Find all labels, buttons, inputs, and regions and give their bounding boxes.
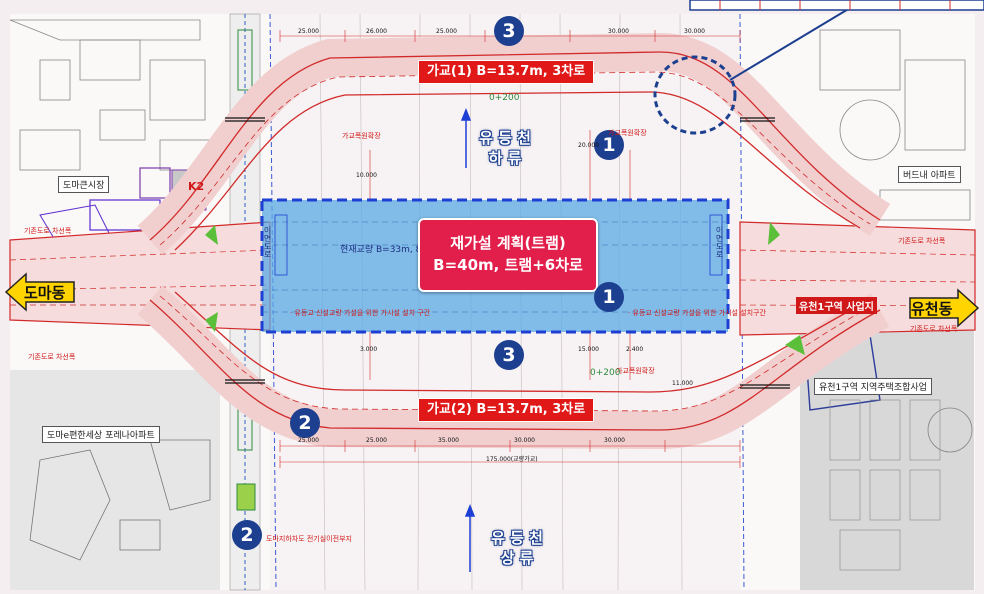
rebuild-plan-callout: 재가설 계획(트램) B=40m, 트램+6차로 [418, 218, 598, 292]
road-ext-left-2: 기존도로 차선폭 [28, 353, 76, 361]
upper-bridge-label: 가교(1) B=13.7m, 3차로 [418, 60, 595, 84]
doma-apartment-site [10, 370, 220, 590]
dim-bottom-2: 25.000 [366, 437, 387, 444]
note-right: · 유등교 신설교량 가설을 위한 가시설 설치구간 [628, 309, 766, 317]
road-ext-right-2: 기존도로 차선폭 [910, 325, 958, 333]
dim-vert-b: 20.000 [578, 142, 599, 149]
direction-west: 도마동 [24, 284, 66, 302]
place-yucheon-project: 유천1구역 지역주택조합사업 [814, 378, 932, 395]
place-market: 도마큰시장 [58, 176, 110, 193]
yucheon-site [800, 330, 974, 590]
marker-2-upper: 2 [290, 408, 320, 438]
dim-bottom-5: 30.000 [604, 437, 625, 444]
station-top: 0+200 [489, 93, 520, 103]
road-ext-right: 기존도로 차선폭 [898, 237, 946, 245]
note-left: · 유등교 신설교량 가설을 위한 가시설 설치 구간 [290, 309, 431, 317]
upper-bridge-road [137, 32, 891, 255]
leader-line [729, 1, 861, 81]
doma-underpass: 도마지하차도 전기실이전부지 [266, 535, 352, 543]
lower-bridge-label: 가교(2) B=13.7m, 3차로 [418, 398, 595, 422]
station-bottom: 0+200 [590, 368, 621, 378]
widen-upper-right: 가교폭원확장 [608, 129, 647, 137]
plan-line-1: 재가설 계획(트램) [450, 234, 566, 252]
river-upstream-name: 유 등 천 [491, 529, 543, 547]
dim-vert-a: 10.000 [356, 172, 377, 179]
road-ext-left: 기존도로 차선폭 [24, 227, 72, 235]
east-arrow-icon [909, 288, 980, 328]
dim-vert-d: 15.000 [578, 346, 599, 353]
pier-hatch [225, 117, 790, 389]
dim-top-2: 26.000 [366, 28, 387, 35]
cross-road-right: 이면도로 [715, 226, 724, 258]
dim-total: 175.000(교량가교) [486, 456, 538, 463]
dim-bottom-4: 30.000 [514, 437, 535, 444]
cross-road-left: 이면도로 [263, 226, 272, 258]
dim-vert-c: 3.000 [360, 346, 378, 353]
marker-3-top: 3 [494, 16, 524, 46]
dim-top-4: 30.000 [608, 28, 629, 35]
flow-arrow-bottom [464, 503, 476, 572]
plan-line-2: B=40m, 트램+6차로 [433, 256, 583, 274]
dim-vert-f: 11.000 [672, 380, 693, 387]
marker-1-top: 1 [594, 130, 624, 160]
widen-lower: 가교폭원확장 [616, 367, 655, 375]
flow-arrow-top [460, 107, 472, 168]
marker-2-lower: 2 [232, 520, 262, 550]
river-upstream: 유 등 천 상 류 [482, 528, 552, 568]
place-apartment: 버드내 아파트 [898, 166, 961, 183]
marker-1-mid: 1 [594, 282, 624, 312]
place-yucheon-top: 유천1구역 사업지 [796, 297, 877, 314]
dim-top-1: 25.000 [298, 28, 319, 35]
river-downstream-name: 유 등 천 [479, 129, 531, 147]
inset-fragment [689, 0, 984, 11]
marker-3-bottom: 3 [494, 340, 524, 370]
river-downstream-dir: 하 류 [488, 149, 522, 167]
place-k2: K2 [188, 180, 205, 193]
river-upstream-dir: 상 류 [500, 549, 534, 567]
highlight-ellipse [653, 55, 737, 135]
direction-east: 유천동 [911, 300, 953, 318]
green-accents [205, 222, 805, 355]
dim-vert-e: 2.400 [626, 346, 644, 353]
dim-bottom-1: 25.000 [298, 437, 319, 444]
dimension-lines [279, 30, 741, 468]
west-arrow-icon [4, 272, 75, 312]
existing-bridge-label: 현재교량 B=33m, 8차로 [340, 245, 438, 255]
river-downstream: 유 등 천 하 류 [470, 128, 540, 168]
place-doma-apt: 도마e편한세상 포레나아파트 [42, 426, 160, 443]
dim-top-5: 30.000 [684, 28, 705, 35]
widen-upper: 가교폭원확장 [342, 132, 381, 140]
dim-bottom-3: 35.000 [438, 437, 459, 444]
dim-top-3: 25.000 [436, 28, 457, 35]
